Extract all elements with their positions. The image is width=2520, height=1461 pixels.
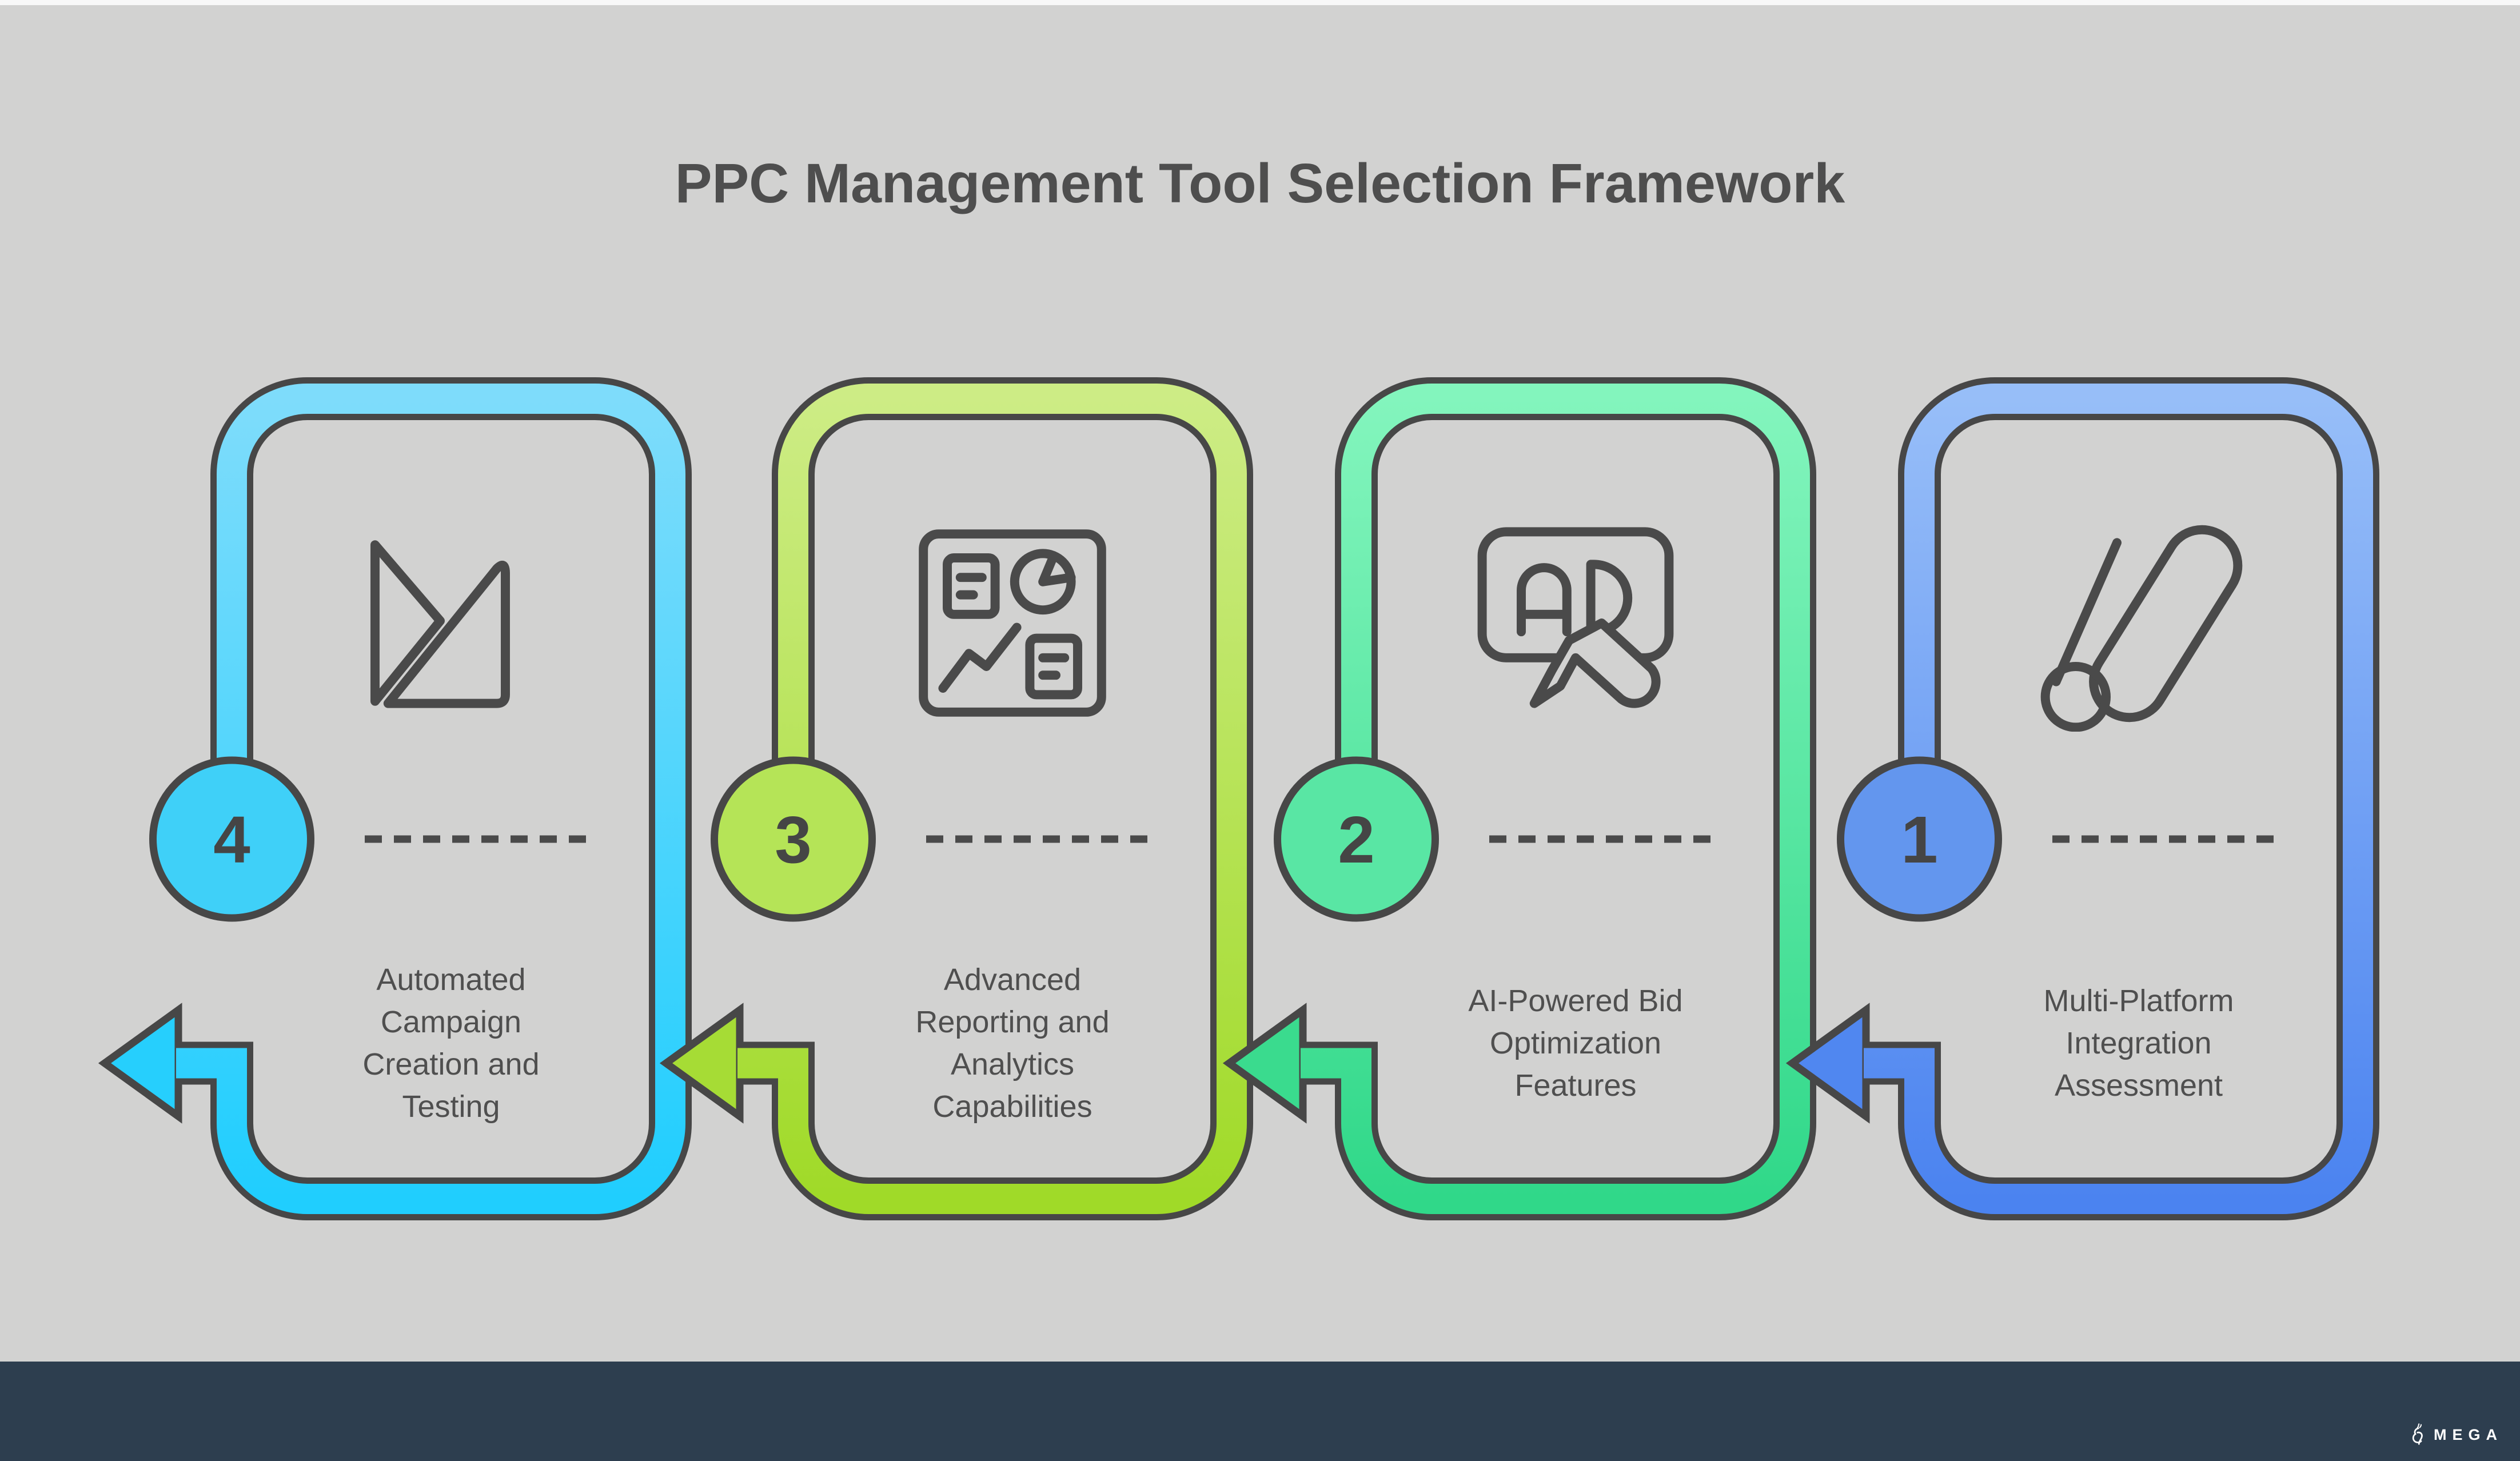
step-number: 2 [1338,803,1375,877]
card-frame-arrow: 2 [1222,377,1816,1220]
top-strip [0,0,2520,5]
step-label: AI-Powered Bid Optimization Features [1468,984,1683,1103]
mega-logo-icon [2412,1423,2423,1445]
step-number-circle [711,756,876,922]
campaign-testing-icon [342,514,560,732]
card-frame-arrow: 3 [659,377,1253,1220]
step-number: 3 [775,803,812,877]
step-card-4: 4 Automated Campaign Creation and Testin… [98,377,692,1220]
step-number: 1 [1901,803,1938,877]
google-ads-icon [2030,514,2247,732]
brand-name: MEGA [2434,1426,2503,1443]
step-label: Automated Campaign Creation and Testing [362,963,540,1124]
brand-lockup: MEGA [2410,1423,2503,1446]
footer-bar: MEGA [0,1362,2520,1461]
ad-optimization-icon [1467,514,1684,732]
step-number-circle [1837,756,2002,922]
step-card-3: 3 Advanced Reporting and Analytics Capab… [659,377,1253,1220]
step-label: Advanced Reporting and Analytics Capabil… [915,963,1110,1124]
step-label: Multi-Platform Integration Assessment [2043,984,2234,1103]
step-number-circle [149,756,314,922]
step-number: 4 [213,803,250,877]
step-card-2: 2 AI-Powered Bid Optimization Features [1222,377,1816,1220]
analytics-dashboard-icon [904,514,1121,732]
card-frame-arrow: 1 [1785,377,2379,1220]
left-arrow-icon [98,1003,182,1124]
card-frame-arrow: 4 [98,377,692,1220]
step-number-circle [1274,756,1439,922]
page-title: PPC Management Tool Selection Framework [675,151,1845,214]
step-card-1: 1 Multi-Platform Integration Assessment [1785,377,2379,1220]
